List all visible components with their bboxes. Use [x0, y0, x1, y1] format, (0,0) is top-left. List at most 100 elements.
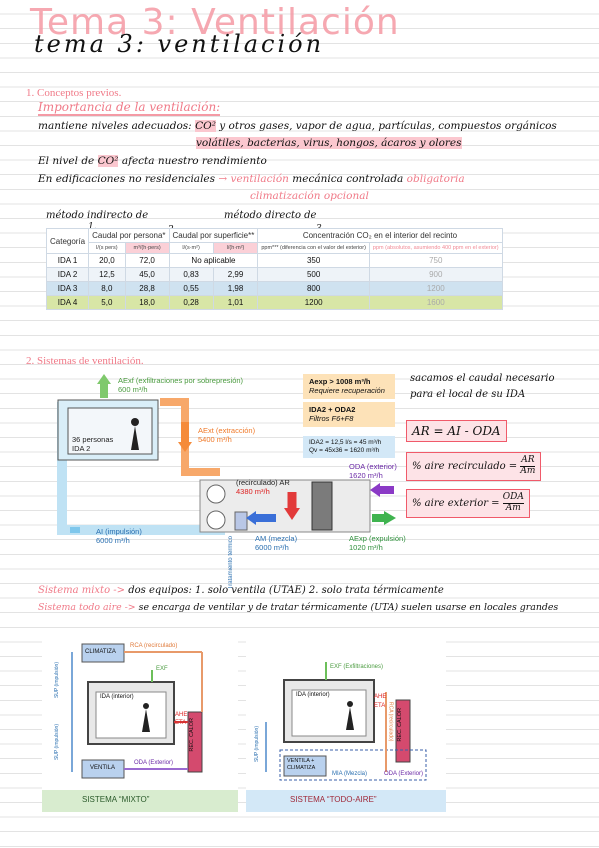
note-recuperacion: Aexp > 1008 m³/h Requiere recuperación	[303, 374, 395, 399]
ida-table: Categoría Caudal por persona* Caudal por…	[45, 228, 503, 310]
rec-calor-box	[395, 699, 411, 763]
ventila-label: VENTILA	[90, 765, 116, 771]
outdoor-air-arrow	[370, 483, 380, 497]
th-sub: l/(s pers)	[88, 242, 126, 254]
caption: SISTEMA “TODO-AIRE”	[290, 795, 377, 804]
table-row: IDA 3 8,0 28,8 0,55 1,98 800 1200	[45, 281, 503, 296]
recirculation-arrow	[284, 508, 300, 520]
table-cell: 1600	[368, 295, 503, 310]
line-5: climatización opcional	[250, 190, 369, 202]
person-icon	[131, 418, 139, 450]
table-cell: 45,0	[124, 267, 170, 282]
filter-icon	[311, 481, 333, 531]
th-categoria: Categoría	[45, 228, 90, 254]
person-body	[142, 709, 150, 732]
oda-label: ODA (Exterior)	[134, 760, 174, 766]
fraction: AR Am	[520, 455, 536, 476]
filter-icon	[234, 511, 248, 531]
importance-subheading: Importancia de la ventilación:	[38, 100, 221, 116]
section-1-heading: 1. Conceptos previos.	[26, 87, 122, 99]
table-cell: IDA 4	[45, 295, 90, 310]
th-sub: m³/(h·pers)	[124, 242, 170, 254]
rec-calor-label: REC. CALOR	[397, 708, 403, 742]
side-note-1: sacamos el caudal necesario	[410, 373, 555, 384]
oda-label: ODA (exterior) 1620 m³/h	[349, 462, 397, 481]
table-cell: No aplicable	[168, 253, 259, 268]
table-cell: 1200	[257, 295, 370, 310]
room-label: 36 personas IDA 2	[72, 435, 114, 454]
table-cell: 18,0	[124, 295, 170, 310]
fraction: ODA Am	[502, 492, 524, 513]
table-cell: 12,5	[88, 267, 126, 282]
table-cell: 350	[257, 253, 370, 268]
mixto-diagram: CLIMATIZA RCA (recirculado) EXF IDA (int…	[42, 632, 238, 812]
table-cell: 0,83	[168, 267, 214, 282]
air-handling-unit	[199, 479, 371, 533]
todo-aire-diagram: EXF (Exfiltraciones) IDA (interior) AHE …	[246, 632, 446, 812]
big-title: Tema 3: Ventilación	[30, 2, 400, 43]
th-caudal-superficie: Caudal por superficie**	[168, 228, 259, 243]
table-cell: 800	[257, 281, 370, 296]
ventila-box	[283, 755, 327, 777]
sup-label: SUP (impulsión)	[254, 726, 260, 763]
note-filtros: IDA2 + ODA2 Filtros F6+F8	[303, 402, 395, 427]
eta-label: ETA	[175, 720, 187, 726]
table-row: IDA 4 5,0 18,0 0,28 1,01 1200 1600	[45, 295, 503, 310]
table-cell: 500	[257, 267, 370, 282]
ai-label: AI (impulsión) 6000 m³/h	[96, 527, 142, 546]
tratamiento-label: Tratamiento térmico	[228, 536, 234, 590]
expulsion-arrow	[384, 511, 396, 525]
caption-bg	[246, 790, 446, 812]
exf-label: EXF	[156, 666, 168, 672]
todo-aire-diagram-svg	[246, 662, 446, 812]
handwritten-title: tema 3: ventilación	[34, 30, 325, 58]
section-2-heading: 2. Sistemas de ventilación.	[26, 355, 144, 367]
metodo-indirecto-label: método indirecto de	[46, 210, 149, 221]
fan-icon	[206, 510, 226, 530]
line-2: volátiles, bacterias, virus, hongos, áca…	[196, 137, 462, 149]
th-sub: ppm (absolutos, asumiendo 400 ppm en el …	[368, 242, 503, 254]
aexp-label: AExp (expulsión) 1020 m³/h	[349, 534, 406, 553]
table-cell: 900	[368, 267, 503, 282]
th-sub: l/(s·m²)	[168, 242, 214, 254]
aexf-label: AExf (exfiltraciones por sobrepresión) 6…	[118, 376, 244, 395]
mix-zone	[279, 749, 427, 781]
table-cell: 1,98	[212, 281, 259, 296]
am-label: AM (mezcla) 6000 m³/h	[255, 534, 298, 553]
aext-label: AExt (extracción) 5400 m³/h	[198, 426, 256, 445]
metodo-directo-label: método directo de	[224, 210, 317, 221]
table-cell: 750	[368, 253, 503, 268]
table-row: IDA 1 20,0 72,0 No aplicable 350 750	[45, 253, 503, 268]
table-cell: 72,0	[124, 253, 170, 268]
line-4: En edificaciones no residenciales → vent…	[38, 173, 465, 185]
rec-calor-box	[187, 711, 203, 773]
table-cell: 8,0	[88, 281, 126, 296]
line-1: mantiene niveles adecuados: CO² y otros …	[38, 120, 557, 132]
th-sub: ppm*** (diferencia con el valor del exte…	[257, 242, 370, 254]
caption-bg	[42, 790, 238, 812]
sup-label: SUP (impulsión)	[54, 662, 60, 699]
mixto-diagram-svg	[42, 643, 238, 812]
ida-label: IDA (interior)	[100, 694, 134, 700]
th-caudal-persona: Caudal por persona*	[88, 228, 170, 243]
ventilation-schematic	[57, 374, 396, 535]
ar-label: (recirculado) AR 4380 m³/h	[236, 478, 290, 497]
rca-label: RCA (recirculado)	[130, 643, 178, 649]
table-cell: 2,99	[212, 267, 259, 282]
fan-icon	[206, 484, 226, 504]
person-icon	[143, 703, 149, 709]
ahe-label: AHE	[175, 712, 188, 718]
equation-exterior: % aire exterior = ODA Am	[406, 489, 530, 518]
table-cell: IDA 1	[45, 253, 90, 268]
ida-label: IDA (interior)	[296, 692, 330, 698]
side-note-2: para el local de su IDA	[410, 389, 526, 400]
line-3: El nivel de CO² afecta nuestro rendimien…	[38, 155, 267, 167]
sistema-mixto-line: Sistema mixto -> dos equipos: 1. solo ve…	[38, 585, 444, 596]
eta-label: ETA	[374, 703, 386, 709]
equation-ar: AR = AI - ODA	[406, 420, 507, 442]
table-cell: 28,8	[124, 281, 170, 296]
mia-label: MIA (Mezcla)	[332, 771, 368, 777]
ahe-label: AHE	[374, 694, 387, 700]
table-cell: 0,28	[168, 295, 214, 310]
person-body	[346, 707, 354, 730]
